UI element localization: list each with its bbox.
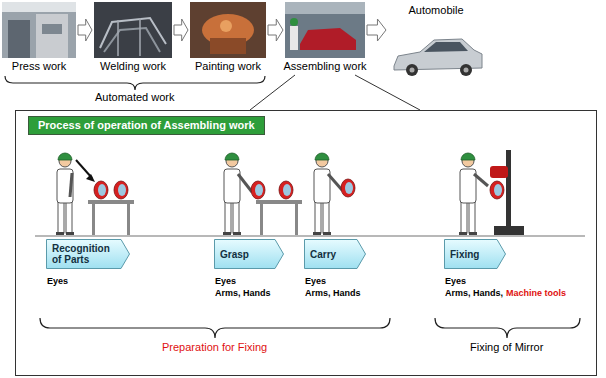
press-photo-part <box>36 14 68 58</box>
brace <box>435 318 580 338</box>
process-label: Press work <box>12 60 66 73</box>
zoom-connector <box>250 75 420 110</box>
worker-arm <box>238 174 252 192</box>
step-tag-outline <box>445 240 506 269</box>
welding-photo-part <box>104 28 160 52</box>
assembling-photo-part <box>290 18 298 26</box>
floor-line <box>35 235 585 237</box>
body-label: Arms, Hands <box>215 288 271 299</box>
car-picture-part <box>410 68 415 73</box>
step-tag-outline <box>215 240 284 269</box>
table <box>127 204 130 235</box>
welding-photo <box>94 2 172 58</box>
painting-photo-part <box>210 38 246 54</box>
welding-photo-part <box>139 18 141 56</box>
step-tag: Grasp <box>214 239 284 269</box>
brace <box>40 318 390 338</box>
car-picture-part <box>424 42 468 52</box>
worker-figure <box>313 153 331 235</box>
step-tag: Carry <box>304 239 366 269</box>
worker-figure <box>56 153 74 235</box>
assembling-photo-part <box>300 28 356 50</box>
frame-title: Process of operation of Assembling work <box>28 116 265 135</box>
process-label: Painting work <box>195 60 261 73</box>
process-photo: Press work <box>2 2 76 74</box>
body-label: Arms, Hands <box>305 288 361 299</box>
look-arrow <box>86 174 95 182</box>
assembling-photo-part <box>290 26 298 50</box>
machine-stand <box>506 150 511 230</box>
flow-arrow <box>367 19 386 41</box>
machine-stand <box>494 226 524 235</box>
flow-arrow <box>78 19 92 41</box>
detail-frame: Process of operation of Assembling workR… <box>15 110 597 376</box>
process-photo: Assembling work <box>285 2 365 74</box>
worker-arm <box>70 173 72 197</box>
step-tag-outline <box>305 240 366 269</box>
step-label: Carry <box>310 249 336 260</box>
worker-figure <box>223 153 241 235</box>
car-picture-part <box>406 64 418 76</box>
step-label: Recognition of Parts <box>52 243 118 265</box>
mirror-part <box>490 181 504 199</box>
assembling-photo-part <box>285 2 365 58</box>
sense-label: Eyes <box>47 276 68 287</box>
sense-label: Eyes <box>445 276 466 287</box>
process-photo: Welding work <box>94 2 172 74</box>
car-picture <box>394 39 482 76</box>
table <box>260 204 263 235</box>
painting-photo <box>190 2 266 58</box>
assembling-photo <box>285 2 365 58</box>
mirror-part <box>114 181 128 199</box>
mirror-part <box>341 179 355 197</box>
press-photo <box>2 2 76 58</box>
flow-arrow <box>174 19 188 41</box>
look-arrow <box>76 160 92 178</box>
step-tag-outline <box>47 240 130 269</box>
group-label: Fixing of Mirror <box>470 341 543 354</box>
group-label: Automated work <box>95 91 174 104</box>
mirror-part <box>279 181 293 199</box>
flow-arrow <box>268 19 283 41</box>
car-picture-part <box>464 68 469 73</box>
process-label: Assembling work <box>283 60 366 73</box>
press-photo-part <box>2 2 76 12</box>
car-picture-part <box>460 64 472 76</box>
mirror-part <box>94 181 108 199</box>
worker-figure <box>459 153 477 235</box>
press-photo-part <box>2 2 76 58</box>
product-label: Automobile <box>408 4 463 17</box>
worker-arm <box>474 174 488 186</box>
step-tag: Recognition of Parts <box>46 239 130 269</box>
table <box>256 200 302 204</box>
step-tag: Fixing <box>444 239 506 269</box>
welding-photo-part <box>117 20 119 56</box>
tool-label: Machine tools <box>506 288 566 299</box>
step-label: Fixing <box>450 249 479 260</box>
group-label: Preparation for Fixing <box>162 341 267 354</box>
worker-arm <box>328 174 342 190</box>
product-picture: Automobile <box>388 4 484 84</box>
machine-tool <box>490 166 508 178</box>
table <box>295 204 298 235</box>
mirror-part <box>251 181 265 199</box>
welding-photo-part <box>94 2 172 58</box>
body-label: Arms, Hands, <box>445 288 503 299</box>
press-photo-part <box>8 20 30 58</box>
press-photo-part <box>42 24 62 34</box>
process-label: Welding work <box>100 60 166 73</box>
table <box>88 200 134 204</box>
step-label: Grasp <box>220 249 249 260</box>
brace <box>5 76 265 90</box>
process-photo: Painting work <box>190 2 266 74</box>
table <box>92 204 95 235</box>
painting-photo-part <box>190 2 266 58</box>
sense-label: Eyes <box>215 276 236 287</box>
sense-label: Eyes <box>305 276 326 287</box>
painting-photo-part <box>220 20 232 32</box>
assembling-photo-part <box>285 2 365 14</box>
